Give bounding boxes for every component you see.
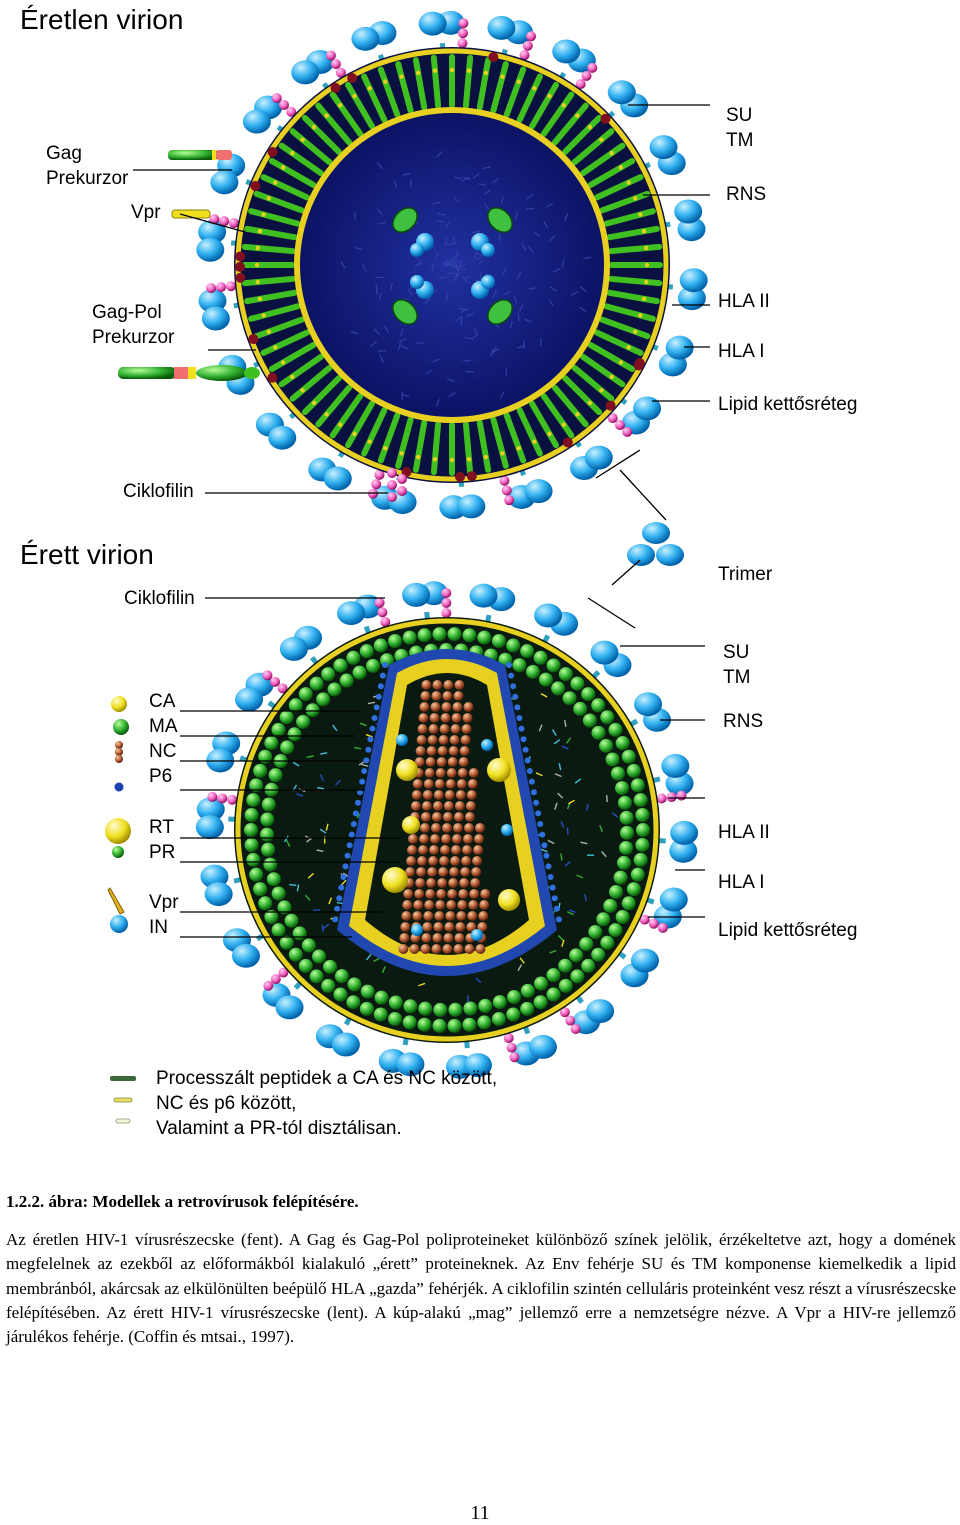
label-rns-immature: RNS [726,184,767,205]
precursor-icons [118,150,407,502]
nc-icon [115,741,123,763]
label-lipid-immature: Lipid kettősréteg [718,394,858,415]
p6-icon [114,782,124,792]
label-hla1-immature: HLA I [718,341,765,362]
label-vpr-immature: Vpr [131,202,161,223]
vpr-icon [107,887,125,915]
mature-virion-illustration [195,581,699,1079]
mature-lipid-outer [235,618,659,1042]
peptide-ca-nc-icon [110,1076,136,1081]
immature-core [300,113,604,417]
label-pr: PR [149,842,176,863]
immature-virion-illustration [196,10,708,520]
protein-icons [105,696,131,933]
in-icon [110,915,128,933]
label-lipid-mature: Lipid kettősréteg [718,920,858,941]
label-nc: NC [149,741,177,762]
ma-icon [113,719,129,735]
label-vpr-mature: Vpr [149,892,179,913]
mature-pointer-lines [180,559,705,938]
trimer-illustration [627,522,684,566]
pr-icon [112,846,124,858]
gagpol-precursor-icon [118,365,260,381]
immature-title: Éretlen virion [20,4,184,35]
label-ciklofilin-immature: Ciklofilin [123,481,194,502]
ca-icon [111,696,127,712]
peptide-nc-p6-icon [113,1097,133,1103]
label-tm-mature: TM [723,667,751,688]
vpr-small-icon [171,209,211,219]
rt-icon [105,818,131,844]
figure-caption-title: 1.2.2. ábra: Modellek a retrovírusok fel… [6,1192,359,1211]
mature-title: Érett virion [20,539,154,570]
label-tm-immature: TM [726,130,754,151]
label-ma: MA [149,716,178,737]
legend-line-2: NC és p6 között, [156,1093,297,1114]
label-hla1-mature: HLA I [718,872,765,893]
legend-line-3: Valamint a PR-tól disztálisan. [156,1118,402,1139]
figure-caption-body: Az éretlen HIV-1 vírusrészecske (fent). … [6,1230,956,1347]
ciklofilin-icon-immature [387,468,407,502]
label-p6: P6 [149,766,173,787]
peptide-pr-icon [115,1118,131,1124]
label-ciklofilin-mature: Ciklofilin [124,588,195,609]
legend-line-1: Processzált peptidek a CA és NC között, [156,1068,498,1089]
label-trimer: Trimer [718,564,773,585]
label-gag: Gag [46,143,82,164]
processed-peptide-icons [110,1076,136,1124]
label-ca: CA [149,691,176,712]
label-rns-mature: RNS [723,711,764,732]
label-su-immature: SU [726,105,753,126]
label-su-mature: SU [723,642,750,663]
immature-pointer-lines [133,104,710,521]
page-number: 11 [470,1502,490,1524]
label-hla2-immature: HLA II [718,291,770,312]
gag-precursor-icon [168,150,232,160]
label-in: IN [149,917,168,938]
label-gagpol-prekurzor: Prekurzor [92,327,175,348]
label-rt: RT [149,817,174,838]
label-gagpol: Gag-Pol [92,302,162,323]
label-hla2-mature: HLA II [718,822,770,843]
virion-diagram [105,10,710,1124]
label-gag-prekurzor: Prekurzor [46,168,129,189]
